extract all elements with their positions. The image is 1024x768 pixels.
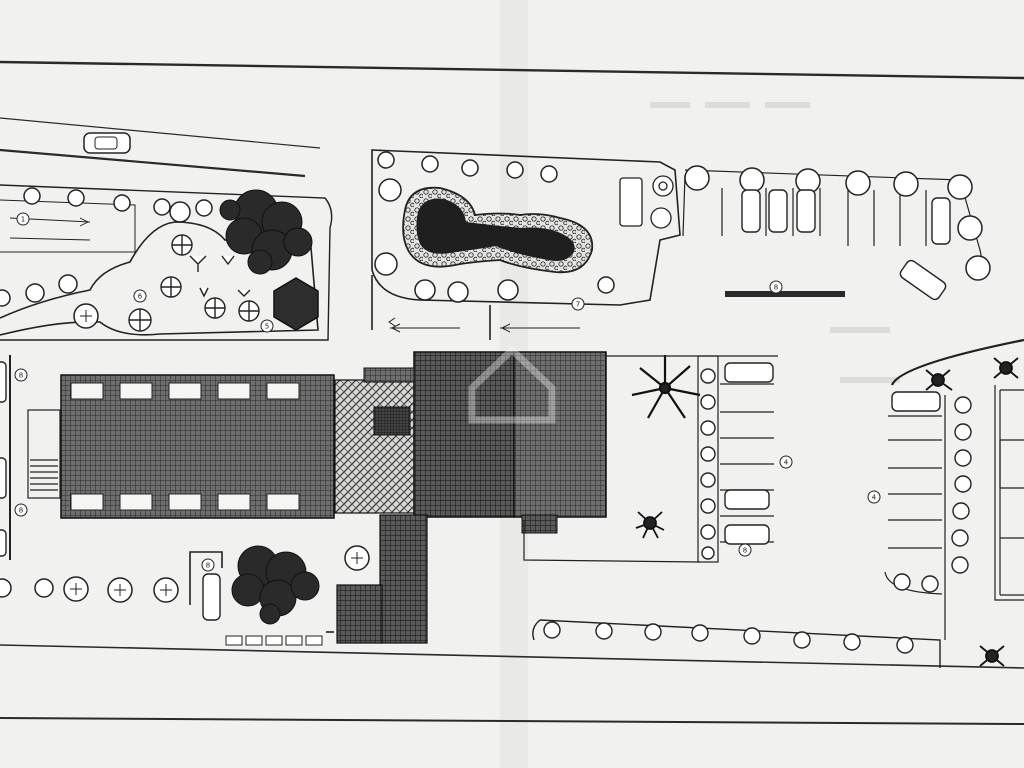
car-icon [83, 132, 131, 154]
right-parking [884, 338, 1024, 640]
tree-row [700, 368, 716, 560]
road-boundaries [0, 60, 1024, 725]
tree-spokes [70, 310, 363, 596]
pond-water [416, 198, 575, 261]
roof-herringbone [334, 379, 418, 514]
palm-tree-icon [635, 511, 665, 539]
ref-label-8: 8 [738, 543, 752, 557]
entry-stairs [9, 355, 61, 560]
gazebo-icon [273, 277, 319, 331]
reference-labels: 1 5 6 7 8 8 8 8 8 4 4 [14, 212, 881, 572]
tree-cluster-icon [231, 545, 320, 625]
ref-label-1: 1 [16, 212, 30, 226]
tree-cluster-icon [219, 189, 313, 275]
ref-label-8: 8 [201, 558, 215, 572]
car-icon [724, 362, 774, 545]
main-building [60, 374, 335, 519]
pool-structure [619, 175, 674, 229]
pond-area [371, 149, 681, 340]
ref-label-8: 8 [769, 280, 783, 294]
ref-label-6: 6 [133, 289, 147, 303]
small-block [521, 514, 558, 534]
svg-text:4: 4 [784, 459, 789, 467]
palm-tree-icon [925, 357, 1019, 667]
ref-label-5: 5 [260, 319, 274, 333]
svg-text:8: 8 [774, 284, 778, 292]
tree-row [374, 151, 615, 303]
svg-text:7: 7 [576, 301, 580, 309]
ref-label-8: 8 [14, 368, 28, 382]
roof-skylight [373, 406, 411, 436]
svg-text:8: 8 [19, 507, 23, 515]
ref-label-4: 4 [867, 490, 881, 504]
ref-label-7: 7 [571, 297, 585, 311]
svg-text:8: 8 [743, 547, 747, 555]
svg-text:8: 8 [19, 372, 23, 380]
bottom-curb [532, 619, 941, 668]
watermark-logo [468, 345, 556, 424]
annex-building [379, 514, 428, 644]
tree-row [0, 545, 370, 603]
roof-gray-building [513, 351, 607, 518]
tree-row [0, 187, 213, 329]
car-icon [891, 391, 941, 412]
car-icon [741, 189, 951, 301]
ref-label-4: 4 [779, 455, 793, 469]
gate-structure [189, 551, 334, 633]
left-garden [0, 184, 333, 341]
ghost-marks [650, 102, 900, 383]
planter-row [225, 635, 323, 646]
svg-text:4: 4 [872, 494, 877, 502]
tree-row [684, 165, 991, 281]
annex-building [336, 584, 383, 644]
ref-label-8: 8 [14, 503, 28, 517]
palm-tree-icon [631, 355, 701, 419]
building-outline [523, 520, 701, 563]
svg-text:1: 1 [21, 216, 25, 224]
svg-text:5: 5 [265, 323, 269, 331]
roof-dark-building [413, 351, 515, 518]
svg-text:8: 8 [206, 562, 210, 570]
tree-row [543, 621, 914, 654]
playground-equipment [128, 234, 260, 332]
parking-barrier [725, 291, 845, 297]
car-icon [0, 361, 221, 621]
svg-text:6: 6 [138, 293, 143, 301]
roof-strip [363, 367, 415, 383]
tree-row [893, 396, 972, 593]
